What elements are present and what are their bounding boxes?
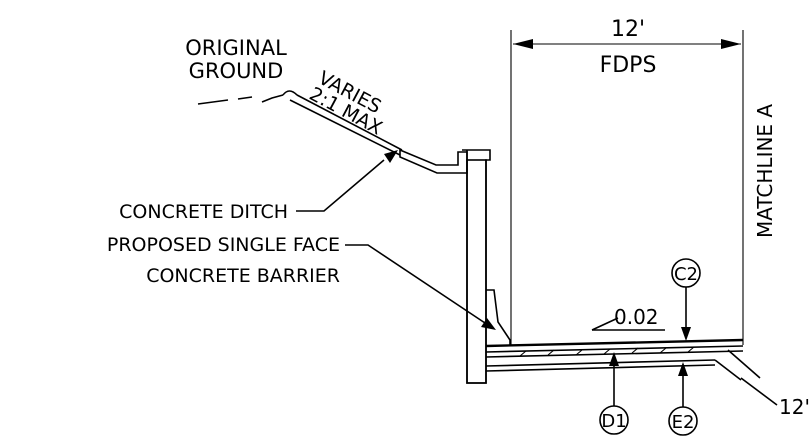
edge-width-callout: 12' (740, 377, 809, 419)
barrier-label-line2: CONCRETE BARRIER (146, 265, 340, 287)
dimension-label: FDPS (600, 53, 657, 78)
barrier-wall (466, 159, 487, 384)
dimension-value: 12' (611, 17, 645, 42)
ground-dash-2 (237, 96, 253, 100)
barrier-arrow (481, 318, 496, 330)
slope-line-lower (289, 99, 401, 156)
base-course-line (485, 359, 716, 367)
barrier-callout: PROPOSED SINGLE FACE CONCRETE BARRIER (107, 234, 496, 330)
callout-e2-label: E2 (672, 412, 695, 433)
cross-slope-indicator: 0.02 (591, 305, 665, 331)
cross-slope-arrowhead (591, 317, 619, 331)
callout-c2-arrow (681, 327, 691, 341)
width-dimension: 12' FDPS (510, 17, 744, 345)
ground-dash-3 (261, 94, 284, 103)
callout-d1-label: D1 (601, 411, 626, 432)
callout-e2: E2 (668, 362, 698, 436)
original-ground: ORIGINAL GROUND (185, 36, 298, 105)
concrete-ditch-leader (296, 159, 385, 212)
pavement-surface-line-2 (485, 345, 744, 353)
barrier-label-line1: PROPOSED SINGLE FACE (107, 234, 340, 256)
dimension-arrow-right (721, 39, 741, 49)
slope-line (296, 94, 403, 151)
fill-slope: VARIES 2:1 MAX (289, 67, 403, 156)
callout-e2-arrow (678, 362, 688, 376)
cross-slope-value: 0.02 (614, 305, 659, 329)
concrete-ditch-callout: CONCRETE DITCH (119, 150, 398, 223)
original-ground-label-line2: GROUND (189, 59, 284, 83)
pavement-edge-taper-2 (727, 349, 761, 379)
edge-width-leader (740, 377, 778, 406)
concrete-ditch-label: CONCRETE DITCH (119, 201, 288, 223)
barrier-leader (345, 244, 486, 324)
subbase-line (485, 364, 716, 372)
ground-hinge (282, 90, 298, 96)
callout-c2-label: C2 (674, 264, 698, 285)
pavement-edge-taper (714, 359, 742, 381)
concrete-ditch-shape (399, 148, 468, 174)
pavement-hatching (519, 346, 695, 357)
pavement-section (485, 338, 761, 381)
ground-dash-1 (197, 99, 229, 105)
barrier-face (486, 289, 511, 346)
callout-c2: C2 (671, 258, 701, 341)
matchline-label: MATCHLINE A (753, 104, 777, 238)
dimension-arrow-left (513, 39, 533, 49)
concrete-ditch-arrow (384, 150, 398, 163)
callout-d1: D1 (599, 352, 629, 435)
pavement-top-line (485, 338, 744, 348)
concrete-barrier (462, 149, 511, 384)
original-ground-label-line1: ORIGINAL (185, 36, 287, 60)
callout-d1-arrow (609, 352, 619, 366)
edge-width-label: 12' (779, 395, 809, 419)
